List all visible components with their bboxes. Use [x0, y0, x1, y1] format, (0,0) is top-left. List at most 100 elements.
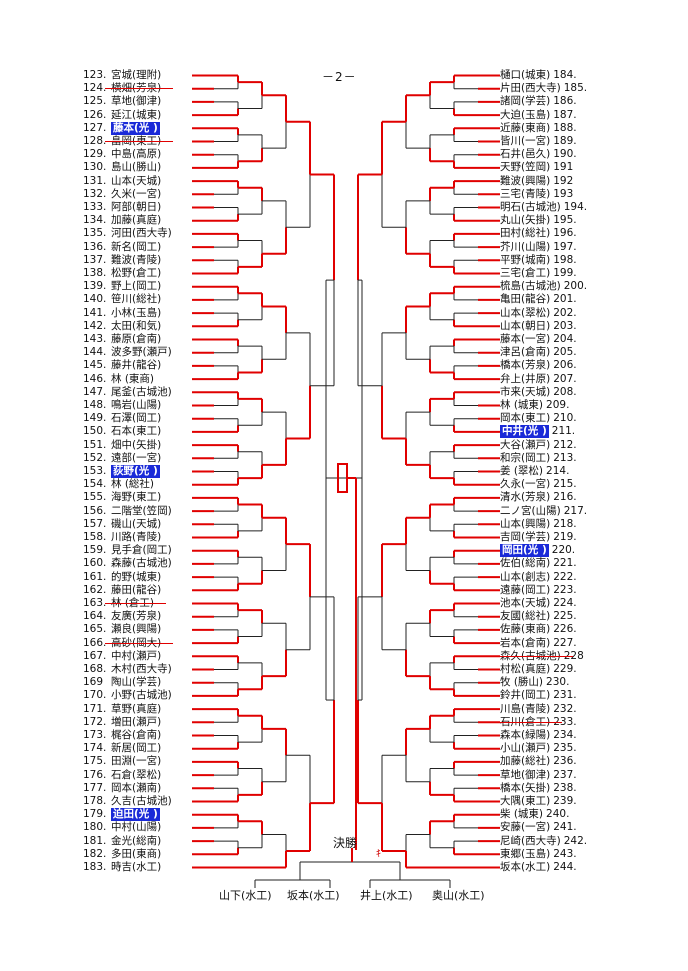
entry-number: 156. — [83, 504, 107, 517]
entry-name: 延江(城東) — [111, 108, 162, 121]
entry-number: 212. — [553, 438, 577, 451]
entry-number: 243. — [553, 847, 577, 860]
entry-name: 太田(和気) — [111, 319, 162, 332]
entry-name: 坂本(水工) — [500, 861, 551, 873]
entry-row: 174.新居(岡工) — [83, 742, 193, 755]
entry-number: 191 — [553, 161, 574, 174]
entry-number: 240. — [546, 808, 570, 821]
entry-name: 石井(邑久) — [500, 148, 551, 161]
entry-row: 141.小林(玉島) — [83, 307, 193, 320]
entry-row: 129.中島(高原) — [83, 148, 193, 161]
entry-row: 168.木村(西大寺) — [83, 663, 193, 676]
entry-name: 橋本(芳泉) — [500, 359, 551, 372]
entry-number: 177. — [83, 781, 107, 794]
entry-name: 多田(東商) — [111, 847, 162, 860]
entry-row: 167.中村(瀬戸) — [83, 650, 193, 663]
entry-row: 157.磯山(天城) — [83, 518, 193, 531]
entry-number: 125. — [83, 95, 107, 108]
entry-name: 阿部(朝日) — [111, 201, 162, 213]
entry-row: 丸山(矢掛)195. — [500, 214, 688, 227]
entry-name: 吉岡(学芸) — [500, 531, 551, 543]
entry-number: 159. — [83, 544, 107, 557]
entry-row: 175.田淵(一宮) — [83, 755, 193, 768]
entry-number: 187. — [553, 108, 577, 121]
entry-name: 二ノ宮(山陽) — [500, 504, 561, 517]
entry-row: 橋本(芳泉)206. — [500, 359, 688, 372]
entry-number: 233. — [553, 715, 577, 728]
entry-name: 村松(真庭) — [500, 663, 551, 675]
entry-name: 中井(光 ) — [500, 425, 549, 439]
entry-number: 151. — [83, 438, 107, 451]
entry-row: 150.石本(東工) — [83, 425, 193, 438]
entry-name: 的野(城東) — [111, 570, 162, 583]
entry-number: 131. — [83, 174, 107, 187]
entry-row: 中井(光 )211. — [500, 425, 688, 439]
entry-number: 139. — [83, 280, 107, 293]
entry-row: 大迫(玉島)187. — [500, 109, 688, 122]
entry-number: 173. — [83, 729, 107, 741]
entry-row: 山本(翠松)202. — [500, 307, 688, 320]
entry-row: 145.藤井(龍谷) — [83, 359, 193, 372]
entry-number: 164. — [83, 610, 107, 623]
entry-row: 166.高砂(岡大) — [83, 637, 193, 650]
entry-row: 181.金光(総南) — [83, 835, 193, 848]
entry-row: 芥川(山陽)197. — [500, 241, 688, 254]
entry-name: 津呂(倉南) — [500, 346, 551, 359]
entry-name: 樋口(城東) — [500, 69, 551, 81]
entry-name: 梶谷(倉南) — [111, 729, 162, 741]
final-group-name: 奥山(水工) — [432, 889, 485, 902]
entry-name: 弁上(井原) — [500, 372, 551, 385]
entry-number: 204. — [553, 333, 577, 345]
entry-row: 吉岡(学芸)219. — [500, 531, 688, 544]
entry-number: 235. — [553, 742, 577, 755]
entry-name: 藤本(光 ) — [111, 121, 160, 135]
entry-name: 山本(創志) — [500, 570, 551, 583]
entry-name: 磯山(天城) — [111, 517, 162, 530]
entry-row: 姜 (翠松)214. — [500, 465, 688, 478]
entry-row: 村松(真庭)229. — [500, 663, 688, 676]
entry-number: 241. — [553, 821, 577, 834]
entry-row: 三宅(青陵)193 — [500, 188, 688, 201]
entry-number: 124. — [83, 82, 107, 95]
entry-row: 岡本(東工)210. — [500, 412, 688, 425]
entry-name: 林 (東商) — [111, 372, 155, 385]
entry-row: 149.石澤(岡工) — [83, 412, 193, 425]
entry-row: 148.鳴岩(山陽) — [83, 399, 193, 412]
entry-name: 新名(岡工) — [111, 240, 162, 253]
entry-row: 樋口(城東)184. — [500, 69, 688, 82]
entry-name: 遠藤(岡工) — [500, 583, 551, 596]
entry-number: 195. — [553, 214, 577, 227]
entry-row: 130.島山(勝山) — [83, 161, 193, 174]
entry-number: 161. — [83, 570, 107, 583]
entry-row: 173. 梶谷(倉南) — [83, 729, 193, 742]
entry-name: 市来(天城) — [500, 385, 551, 398]
entry-row: 鈴井(岡工)231. — [500, 689, 688, 702]
entry-name: 岩本(倉南) — [500, 636, 551, 649]
entry-row: 128.畠岡(東工) — [83, 135, 193, 148]
entry-name: 天野(笠岡) — [500, 161, 551, 174]
entry-number: 244. — [553, 861, 577, 873]
entry-name: 鳴岩(山陽) — [111, 399, 162, 411]
entry-number: 213. — [553, 451, 577, 464]
entry-number: 223. — [553, 583, 577, 596]
entry-name: 見手倉(岡工) — [111, 544, 172, 557]
entry-number: 205. — [553, 346, 577, 359]
entry-name: 藤本(一宮) — [500, 333, 551, 345]
entry-name: 草地(御津) — [111, 95, 162, 108]
entry-row: 加藤(総社)236. — [500, 755, 688, 768]
entry-name: 中村(山陽) — [111, 821, 162, 834]
entry-row: 138.松野(倉工) — [83, 267, 193, 280]
entry-row: 安藤(一宮)241. — [500, 821, 688, 834]
entry-name: 森藤(古城池) — [111, 557, 172, 570]
entry-row: 佐藤(東商)226. — [500, 623, 688, 636]
entry-number: 180. — [83, 821, 107, 834]
entry-row: 163.林 (倉工) — [83, 597, 193, 610]
entry-number: 196. — [553, 227, 577, 240]
entry-number: 209. — [546, 399, 570, 411]
entry-row: 147.尾釜(古城池) — [83, 386, 193, 399]
entry-row: 155.海野(東工) — [83, 491, 193, 504]
entry-name: 時吉(水工) — [111, 861, 162, 873]
entry-number: 146. — [83, 372, 107, 385]
entry-row: 友國(総社)225. — [500, 610, 688, 623]
entry-number: 144. — [83, 346, 107, 359]
